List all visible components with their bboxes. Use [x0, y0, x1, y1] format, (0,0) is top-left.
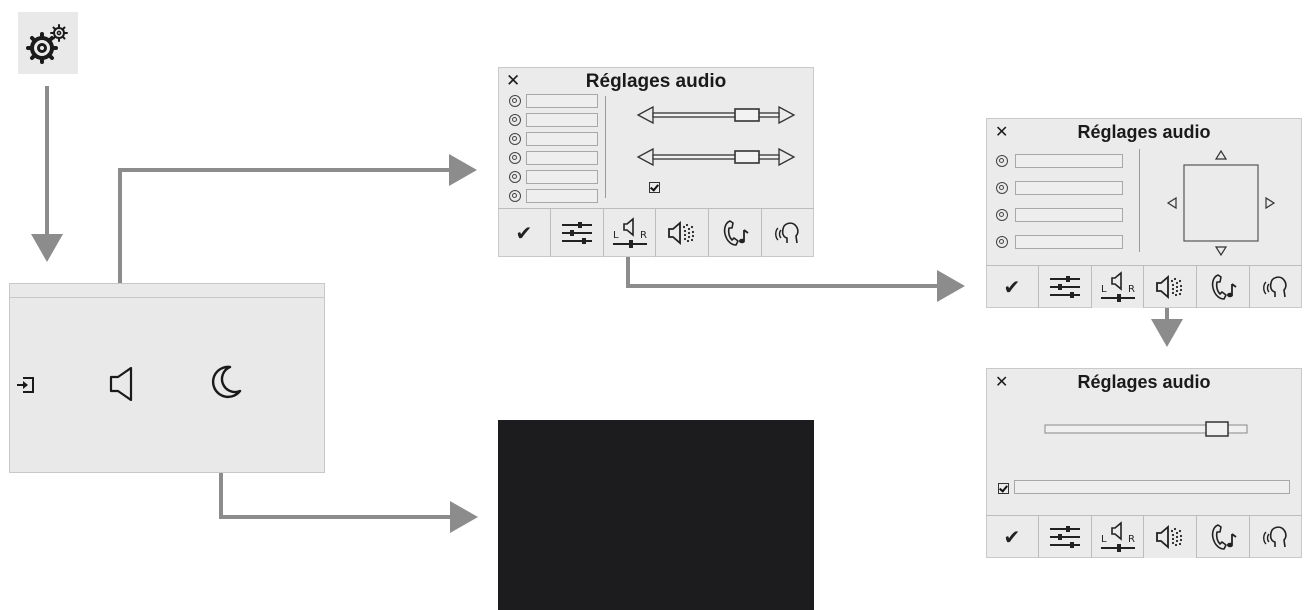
- check-icon: ✔: [1003, 275, 1021, 299]
- option-field[interactable]: [1015, 208, 1123, 222]
- audio-settings-panel-ambience: ✕ Réglages audio ✔ L R: [986, 368, 1302, 558]
- phone-music-icon: [724, 220, 749, 246]
- tab-balance[interactable]: L R: [604, 209, 657, 257]
- check-icon: ✔: [1003, 525, 1021, 549]
- radio-button[interactable]: [996, 209, 1008, 221]
- slider-1[interactable]: [635, 104, 797, 126]
- phone-music-icon: [1212, 524, 1237, 550]
- option-field[interactable]: [1014, 480, 1290, 494]
- close-icon[interactable]: ✕: [506, 71, 521, 91]
- audio-settings-panel-balance: ✕ Réglages audio ✔ L R: [986, 118, 1302, 308]
- option-field[interactable]: [526, 94, 598, 108]
- settings-tile[interactable]: [18, 12, 78, 74]
- tab-ambience[interactable]: [656, 209, 710, 257]
- radio-button[interactable]: [509, 95, 521, 107]
- option-field[interactable]: [526, 189, 598, 203]
- spatial-balance-pad[interactable]: [1165, 147, 1277, 259]
- balance-left-label: L: [1101, 284, 1107, 295]
- radio-button[interactable]: [996, 236, 1008, 248]
- voice-icon: [775, 222, 799, 244]
- equalizer-icon: [1049, 526, 1080, 548]
- balance-left-label: L: [1101, 534, 1107, 545]
- radio-button[interactable]: [509, 171, 521, 183]
- screen-off-display: [498, 420, 814, 610]
- option-field[interactable]: [526, 170, 598, 184]
- audio-settings-panel-main: ✕ Réglages audio ✔ L: [498, 67, 814, 257]
- ambience-slider[interactable]: [1044, 420, 1250, 438]
- menu-header-strip: [10, 284, 324, 298]
- checkbox[interactable]: [649, 182, 660, 193]
- option-field[interactable]: [526, 151, 598, 165]
- tab-equalizer[interactable]: [551, 209, 604, 257]
- option-field[interactable]: [1015, 154, 1123, 168]
- equalizer-icon: [561, 222, 592, 244]
- divider: [605, 96, 606, 198]
- radio-button[interactable]: [996, 182, 1008, 194]
- tab-bar: ✔ L R: [986, 515, 1302, 558]
- arrow-balance-to-panel2: [626, 256, 965, 302]
- tab-equalizer[interactable]: [1039, 266, 1092, 308]
- radio-button[interactable]: [996, 155, 1008, 167]
- tab-voice[interactable]: [762, 209, 814, 257]
- ambience-icon: [1156, 275, 1183, 299]
- moon-icon[interactable]: [206, 362, 246, 402]
- equalizer-icon: [1049, 276, 1080, 298]
- speaker-icon[interactable]: [108, 364, 136, 404]
- confirm-tab[interactable]: ✔: [498, 209, 551, 257]
- balance-right-label: R: [1128, 284, 1135, 295]
- voice-icon: [1263, 526, 1287, 548]
- enter-icon[interactable]: [15, 374, 37, 396]
- slider-2[interactable]: [635, 146, 797, 168]
- option-field[interactable]: [1015, 181, 1123, 195]
- close-icon[interactable]: ✕: [995, 372, 1009, 391]
- checkbox[interactable]: [998, 483, 1009, 494]
- check-icon: ✔: [515, 221, 533, 245]
- panel-title: Réglages audio: [1077, 122, 1211, 142]
- confirm-tab[interactable]: ✔: [986, 266, 1039, 308]
- divider: [1139, 149, 1140, 252]
- voice-icon: [1263, 276, 1287, 298]
- tab-ringtone[interactable]: [709, 209, 763, 257]
- tab-ringtone[interactable]: [1197, 516, 1251, 558]
- radio-button[interactable]: [509, 152, 521, 164]
- tab-ringtone[interactable]: [1197, 266, 1251, 308]
- option-field[interactable]: [526, 132, 598, 146]
- panel-title: Réglages audio: [585, 71, 727, 92]
- radio-button[interactable]: [509, 190, 521, 202]
- panel-title: Réglages audio: [1077, 372, 1211, 392]
- close-icon[interactable]: ✕: [995, 122, 1009, 141]
- gear-icon: [26, 24, 68, 64]
- option-field[interactable]: [526, 113, 598, 127]
- tab-ambience[interactable]: [1144, 516, 1198, 558]
- tab-voice[interactable]: [1250, 516, 1302, 558]
- ambience-icon: [1156, 525, 1183, 549]
- balance-right-label: R: [1128, 534, 1135, 545]
- tab-balance[interactable]: L R: [1091, 266, 1145, 308]
- option-field[interactable]: [1015, 235, 1123, 249]
- tab-bar: ✔ L R: [986, 265, 1302, 308]
- balance-icon: L R: [1100, 521, 1135, 552]
- tab-equalizer[interactable]: [1039, 516, 1092, 558]
- balance-right-label: R: [640, 230, 647, 241]
- tab-balance[interactable]: L R: [1092, 516, 1145, 558]
- main-menu-panel: [9, 283, 325, 473]
- balance-icon: L R: [612, 217, 647, 248]
- balance-icon: L R: [1100, 271, 1135, 302]
- balance-left-label: L: [613, 230, 619, 241]
- radio-button[interactable]: [509, 133, 521, 145]
- tab-bar: ✔ L R: [498, 208, 814, 257]
- ambience-icon: [668, 221, 695, 245]
- phone-music-icon: [1212, 274, 1237, 300]
- confirm-tab[interactable]: ✔: [986, 516, 1039, 558]
- tab-ambience[interactable]: [1144, 266, 1198, 308]
- radio-button[interactable]: [509, 114, 521, 126]
- tab-voice[interactable]: [1250, 266, 1302, 308]
